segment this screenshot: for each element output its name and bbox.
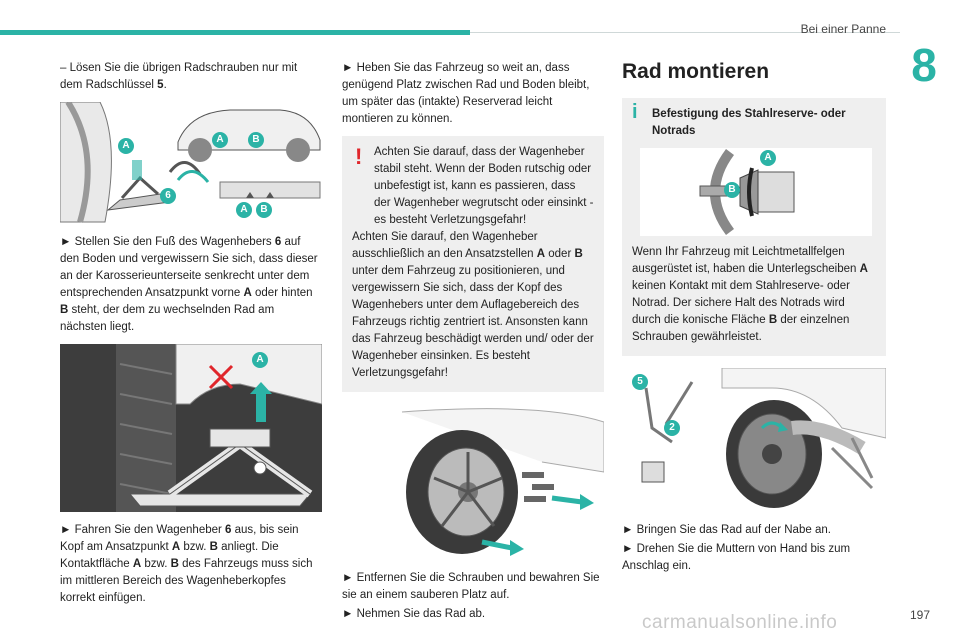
figure-bolt-washer: A B xyxy=(640,148,872,236)
label-6-jack: 6 xyxy=(160,188,176,204)
info-box: i Befestigung des Stahlreserve- oder Not… xyxy=(622,98,886,356)
label-a-sill: A xyxy=(236,202,252,218)
section-title: Bei einer Panne xyxy=(800,22,886,36)
label-a-washer: A xyxy=(760,150,776,166)
page-number: 197 xyxy=(909,608,930,622)
jack-points-illustration xyxy=(59,100,321,223)
label-2-socket: 2 xyxy=(664,420,680,436)
figure-jack-position: A xyxy=(60,343,323,512)
paragraph-remove-bolts: ► Entfernen Sie die Schrauben und bewahr… xyxy=(342,572,600,601)
bolt-washer-illustration xyxy=(699,149,795,235)
paragraph-lift-vehicle: ► Heben Sie das Fahrzeug so weit an, das… xyxy=(342,62,590,125)
label-a-contact: A xyxy=(252,352,268,368)
label-a-front: A xyxy=(212,132,228,148)
info-title: Befestigung des Stahlreserve- oder Notra… xyxy=(652,108,846,137)
figure-remove-bolts xyxy=(342,402,605,558)
label-b-rear: B xyxy=(248,132,264,148)
jack-position-illustration xyxy=(60,343,323,512)
paragraph-raise-jack: ► Fahren Sie den Wagenheber 6 aus, bis s… xyxy=(60,524,313,604)
figure-jack-points: A B A 6 A B xyxy=(59,100,322,224)
label-5-wrench: 5 xyxy=(632,374,648,390)
paragraph-place-wheel: ► Bringen Sie das Rad auf der Nabe an. xyxy=(622,524,831,536)
warning-text-position: Achten Sie darauf, den Wagenheber aussch… xyxy=(352,231,594,379)
warning-icon: ! xyxy=(355,144,363,169)
column-1: – Lösen Sie die übrigen Radschrauben nur… xyxy=(59,60,323,615)
chapter-number: 8 xyxy=(911,39,937,91)
info-text: Wenn Ihr Fahrzeug mit Leichtmetallfelgen… xyxy=(632,246,868,343)
column-2: ► Heben Sie das Fahrzeug so weit an, das… xyxy=(342,60,605,631)
info-icon: i xyxy=(632,101,638,123)
header-accent-bar xyxy=(0,30,470,35)
paragraph-loosen-bolts: – Lösen Sie die übrigen Radschrauben nur… xyxy=(60,62,298,91)
warning-box: ! Achten Sie darauf, dass der Wagenheber… xyxy=(342,136,604,392)
paragraph-tighten-nuts: ► Drehen Sie die Muttern von Hand bis zu… xyxy=(622,543,851,572)
figure-mount-wheel: 5 2 xyxy=(622,367,887,508)
heading-mount-wheel: Rad montieren xyxy=(622,60,770,83)
label-a-jack: A xyxy=(118,138,134,154)
label-b-sill: B xyxy=(256,202,272,218)
mount-wheel-illustration xyxy=(641,367,887,508)
column-3: Rad montieren i Befestigung des Stahlres… xyxy=(622,60,887,583)
paragraph-remove-wheel: ► Nehmen Sie das Rad ab. xyxy=(342,608,486,620)
watermark: carmanualsonline.info xyxy=(642,612,838,633)
paragraph-place-jack: ► Stellen Sie den Fuß des Wagenhebers 6 … xyxy=(60,236,318,333)
label-b-cone: B xyxy=(724,182,740,198)
header-rule xyxy=(470,32,900,33)
warning-text-stability: Achten Sie darauf, dass der Wagenheber s… xyxy=(374,146,594,226)
remove-bolts-illustration xyxy=(401,408,605,556)
